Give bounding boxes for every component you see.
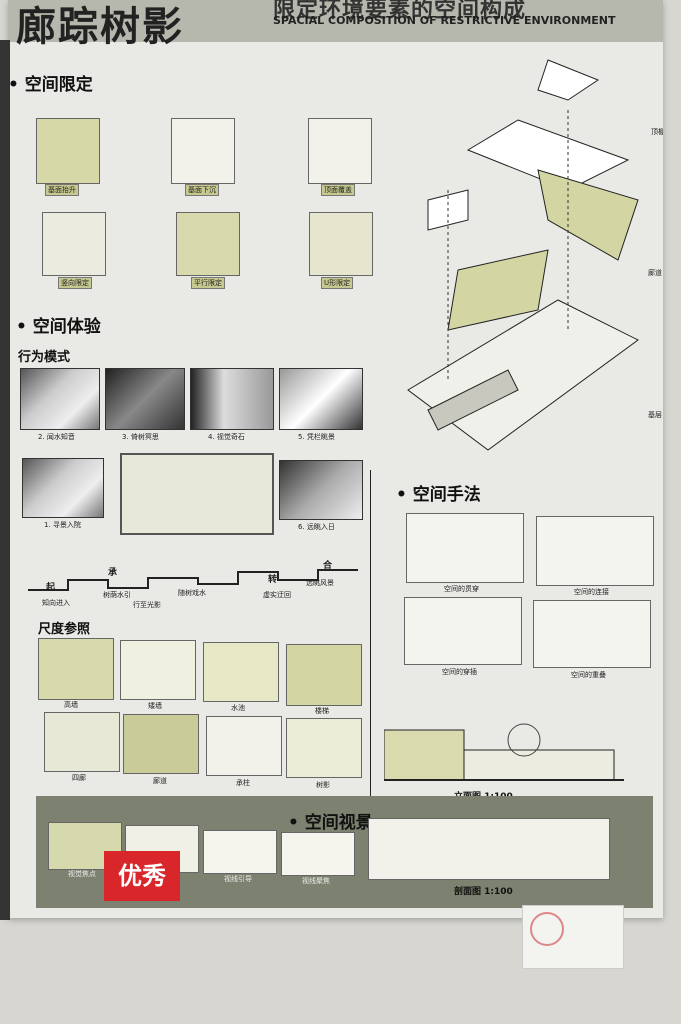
behavior-caption-1: 1. 寻景入院 <box>44 521 81 529</box>
poster-title: 廊踪树影 <box>16 3 184 50</box>
behavior-caption-4: 4. 视觉奇石 <box>208 433 245 441</box>
scale-thumb-low-wall <box>120 640 196 700</box>
method-thumb-overlap <box>533 600 651 668</box>
scale-thumb-tree-shadow <box>286 718 362 778</box>
poster-subtitle-cn: 限定环境要素的空间构成 <box>273 0 527 23</box>
method-thumb-interlock <box>404 597 522 665</box>
behavior-caption-5: 5. 凭栏眺景 <box>298 433 335 441</box>
scale-thumb-columns <box>206 716 282 776</box>
behavior-photo-1 <box>22 458 104 518</box>
scale-thumb-stairs <box>286 644 362 706</box>
tag-vertical-limit: 竖向限定 <box>58 277 92 289</box>
limit-thumb-1 <box>36 118 100 184</box>
axon-label-corridor: 廊道 <box>648 269 662 277</box>
method-caption-4: 空间的重叠 <box>571 671 606 679</box>
sequence-he: 合 <box>323 561 333 571</box>
axon-label-base: 基层 <box>648 411 662 419</box>
view-caption-3: 视线引导 <box>224 875 252 883</box>
adjacent-board-left <box>0 40 10 920</box>
sequence-step-6: 远眺风景 <box>306 579 334 587</box>
view-thumb-3 <box>203 830 277 874</box>
poster: 廊踪树影 限定环境要素的空间构成 SPACIAL COMPOSITION OF … <box>8 0 663 918</box>
method-thumb-penetration <box>406 513 524 583</box>
behavior-caption-2: 2. 闻水知音 <box>38 433 75 441</box>
sequence-step-2: 树荫水引 <box>103 591 131 599</box>
scale-caption-6: 廊道 <box>153 777 167 785</box>
exploded-axonometric <box>407 59 639 451</box>
view-caption-1: 视觉焦点 <box>68 870 96 878</box>
limit-thumb-4 <box>42 212 106 276</box>
scale-caption-3: 水池 <box>231 704 245 712</box>
section-space-experience: • 空间体验 <box>16 317 101 337</box>
scale-caption-2: 矮墙 <box>148 702 162 710</box>
excellent-award-badge: 优秀 <box>104 851 180 901</box>
scale-caption-5: 四廊 <box>72 774 86 782</box>
sequence-qi: 起 <box>46 583 56 593</box>
section-space-limit: • 空间限定 <box>8 75 93 95</box>
tag-top-cover: 顶面覆盖 <box>321 184 355 196</box>
section-space-view: • 空间视景 <box>288 813 373 833</box>
plan-circulation-diagram <box>120 453 274 535</box>
sequence-step-1: 知向进入 <box>42 599 70 607</box>
subsection-behavior-mode: 行为模式 <box>18 350 71 365</box>
section-space-method: • 空间手法 <box>396 485 481 505</box>
behavior-photo-3 <box>105 368 185 430</box>
limit-thumb-2 <box>171 118 235 184</box>
elevation-drawing <box>384 723 624 781</box>
poster-subtitle-en: SPACIAL COMPOSITION OF RESTRICTIVE ENVIR… <box>273 14 616 27</box>
sequence-cheng: 承 <box>108 568 118 578</box>
view-thumb-4 <box>281 832 355 876</box>
scale-caption-4: 楼梯 <box>315 707 329 715</box>
axon-label-roof: 顶棚 <box>651 128 663 136</box>
tag-u-limit: U形限定 <box>321 277 354 289</box>
sequence-profile <box>28 569 358 591</box>
red-stamp <box>530 912 564 946</box>
limit-thumb-3 <box>308 118 372 184</box>
column-divider <box>370 470 371 800</box>
view-caption-4: 视线聚焦 <box>302 877 330 885</box>
scale-thumb-pool <box>203 642 279 702</box>
scale-caption-7: 承柱 <box>236 779 250 787</box>
scale-caption-1: 高墙 <box>64 701 78 709</box>
limit-thumb-5 <box>176 212 240 276</box>
sequence-step-5: 虚实迂回 <box>263 591 291 599</box>
view-thumb-1 <box>48 822 122 870</box>
scale-caption-8: 树影 <box>316 781 330 789</box>
sequence-step-3: 行至光影 <box>133 601 161 609</box>
sequence-step-4: 随树戏水 <box>178 589 206 597</box>
section-drawing <box>368 818 610 880</box>
tag-base-raise: 基面抬升 <box>45 184 79 196</box>
scale-thumb-corridor <box>123 714 199 774</box>
sequence-zhuan: 转 <box>268 575 278 585</box>
behavior-caption-6: 6. 远眺入日 <box>298 523 335 531</box>
method-caption-1: 空间的贯穿 <box>444 585 479 593</box>
section-label: 剖面图 1:100 <box>454 887 513 897</box>
subsection-scale-reference: 尺度参照 <box>38 622 91 637</box>
behavior-photo-2 <box>20 368 100 430</box>
behavior-photo-5 <box>279 368 363 430</box>
tag-base-sink: 基面下沉 <box>185 184 219 196</box>
behavior-photo-4 <box>190 368 274 430</box>
title-band <box>8 0 663 42</box>
scale-thumb-corridor-4 <box>44 712 120 772</box>
method-caption-3: 空间的穿插 <box>442 668 477 676</box>
method-thumb-connection <box>536 516 654 586</box>
behavior-caption-3: 3. 倚树冥思 <box>122 433 159 441</box>
behavior-photo-6 <box>279 460 363 520</box>
limit-thumb-6 <box>309 212 373 276</box>
method-caption-2: 空间的连接 <box>574 588 609 596</box>
scale-thumb-high-wall <box>38 638 114 700</box>
tag-parallel-limit: 平行限定 <box>191 277 225 289</box>
